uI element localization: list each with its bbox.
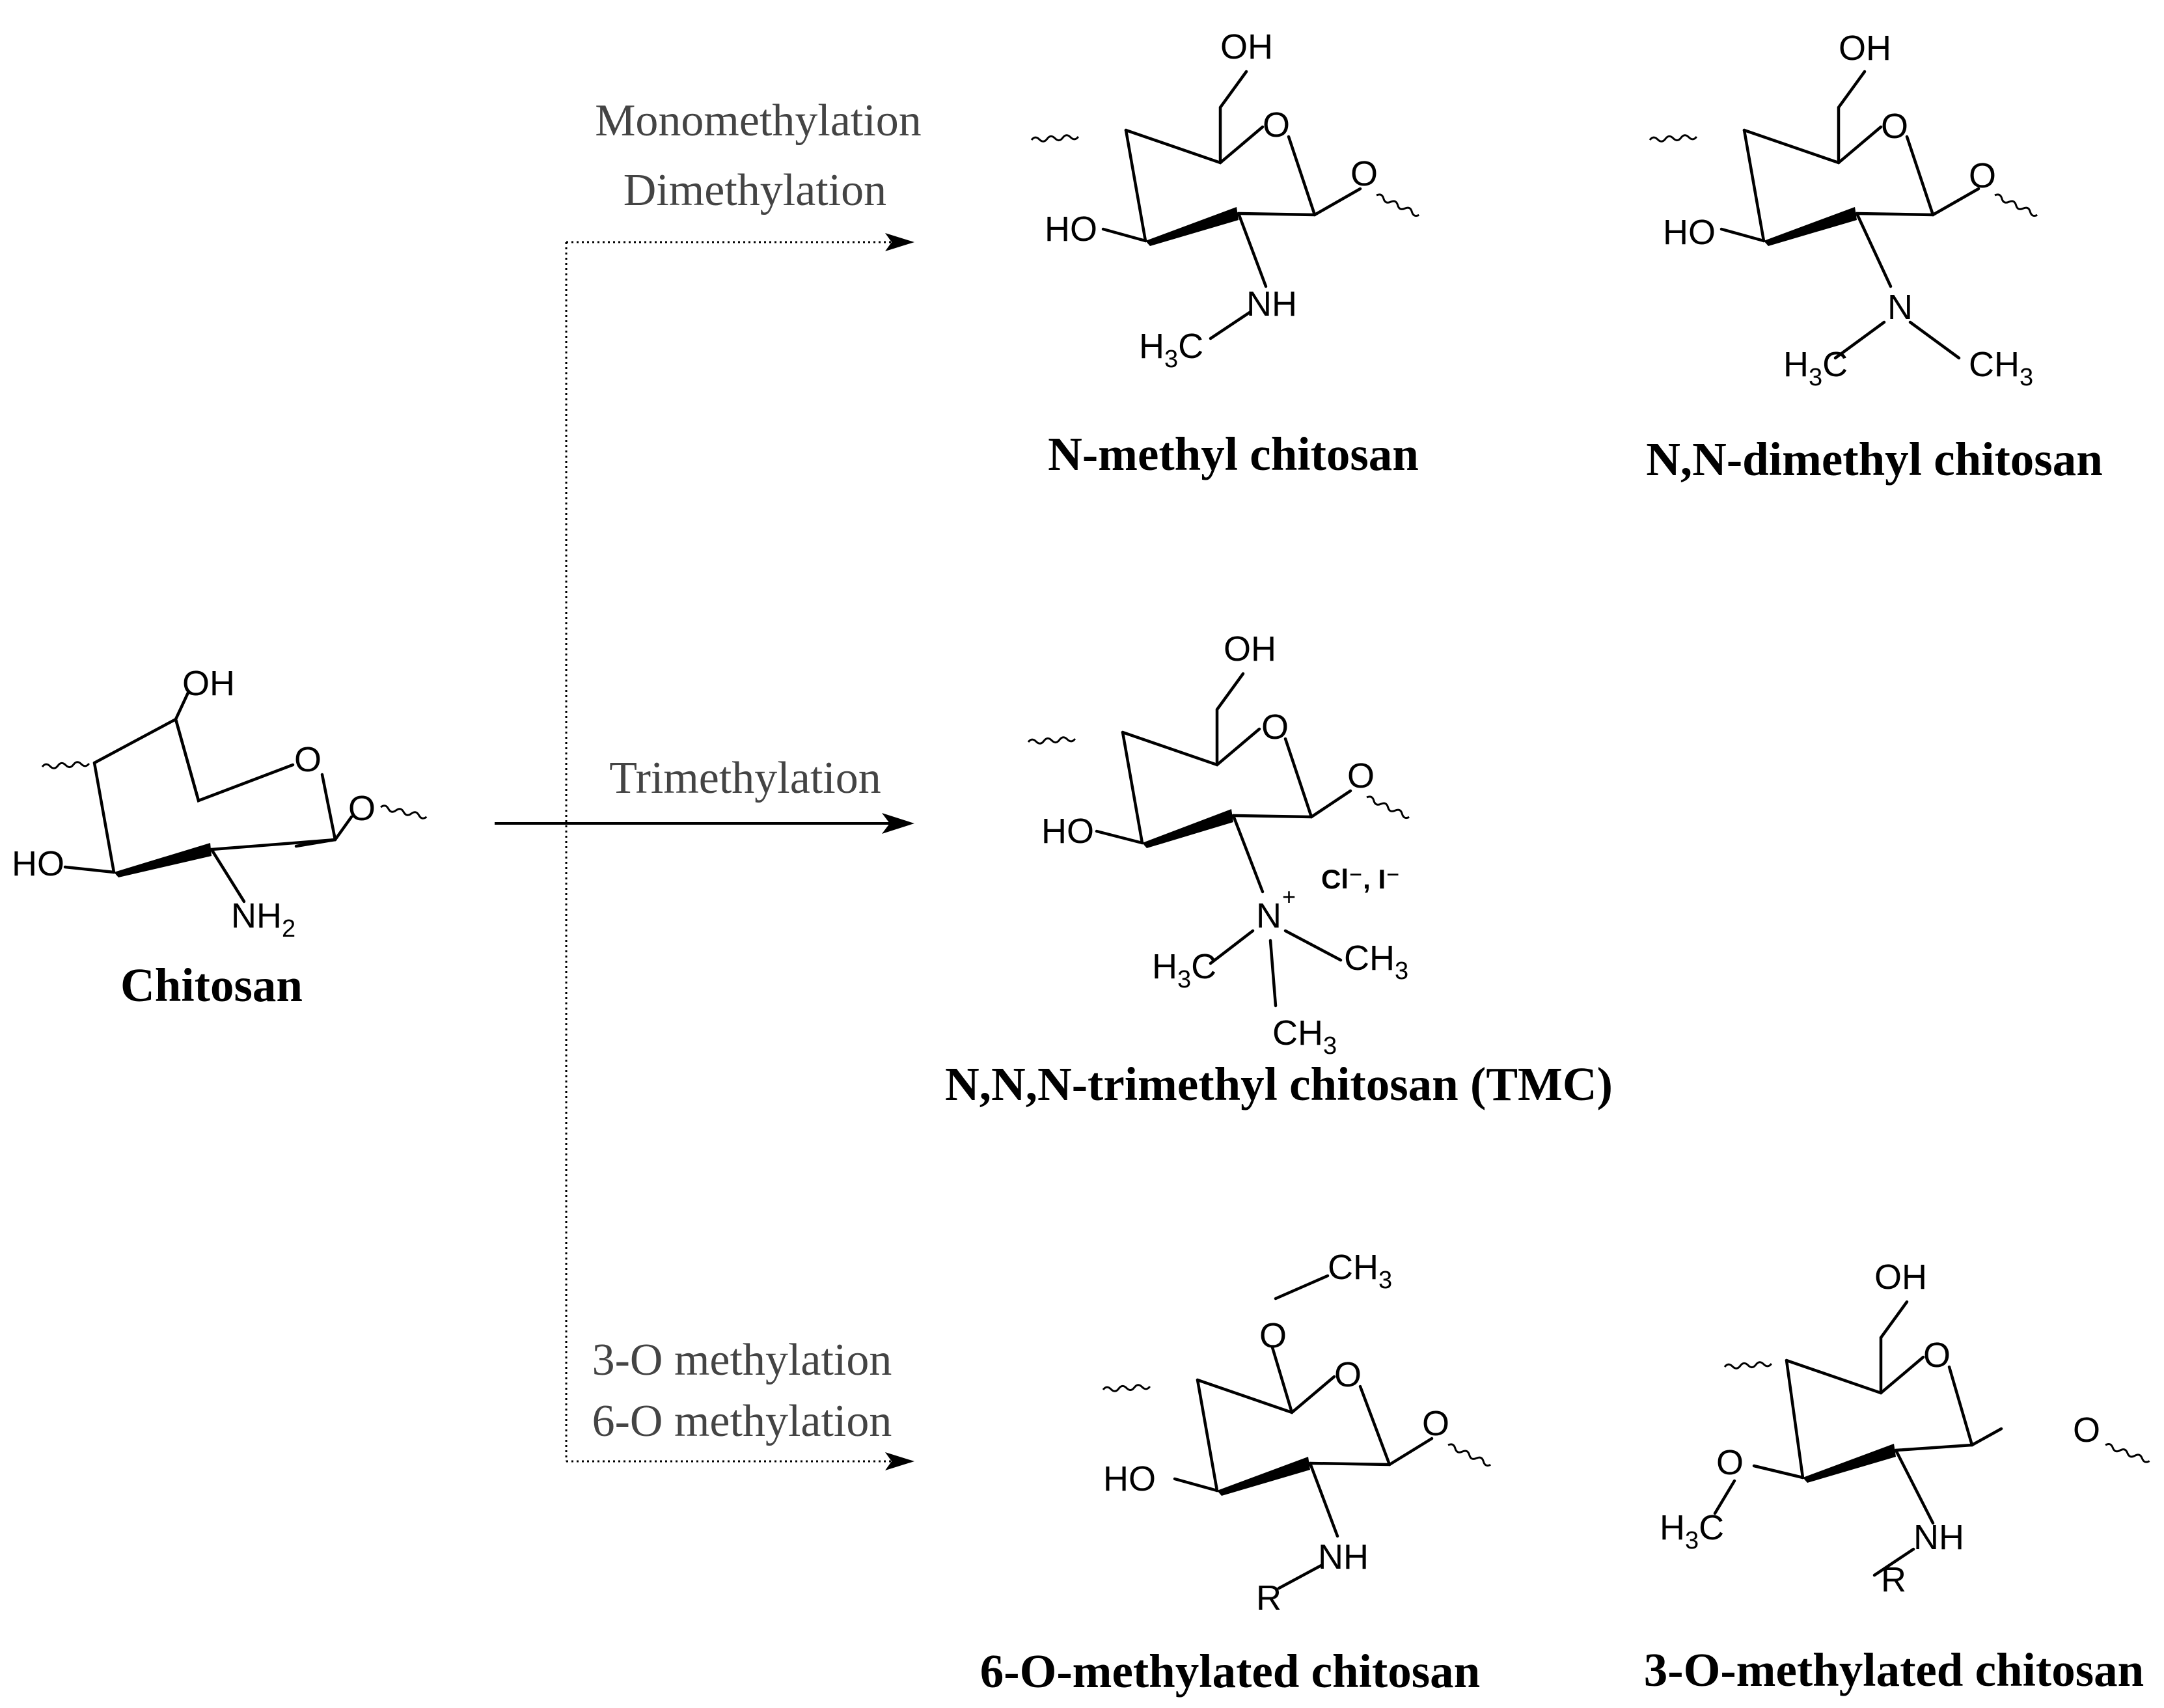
- svg-text:O: O: [1261, 708, 1289, 747]
- svg-text:H3C: H3C: [1660, 1508, 1724, 1554]
- label-trimethylation: Trimethylation: [609, 753, 881, 803]
- atom-o-ring: O: [294, 740, 322, 779]
- caption-6o-methylated: 6-O-methylated chitosan: [980, 1645, 1480, 1698]
- caption-tmc: N,N,N-trimethyl chitosan (TMC): [945, 1058, 1613, 1110]
- svg-text:CH3: CH3: [1328, 1248, 1392, 1294]
- caption-n-methyl: N-methyl chitosan: [1048, 428, 1419, 480]
- svg-text:+: +: [1282, 883, 1296, 910]
- svg-text:H3C: H3C: [1783, 345, 1848, 391]
- svg-text:HO: HO: [1041, 812, 1094, 851]
- arrow-head-bottom: [885, 1452, 914, 1470]
- arrow-head-top: [885, 233, 914, 251]
- arrows: [495, 233, 914, 1470]
- caption-chitosan: Chitosan: [120, 959, 303, 1012]
- svg-text:H3C: H3C: [1139, 327, 1203, 373]
- atom-nh2: NH2: [231, 896, 295, 943]
- svg-text:CH3: CH3: [1969, 345, 2033, 391]
- svg-text:OH: OH: [1224, 629, 1276, 668]
- svg-text:H3C: H3C: [1152, 947, 1216, 993]
- svg-text:HO: HO: [1045, 210, 1097, 249]
- svg-text:O: O: [1422, 1404, 1449, 1443]
- svg-text:NH: NH: [1913, 1518, 1964, 1557]
- svg-text:HO: HO: [1103, 1459, 1156, 1498]
- svg-text:O: O: [1347, 756, 1375, 795]
- svg-text:R: R: [1881, 1560, 1906, 1599]
- svg-text:R: R: [1256, 1578, 1281, 1618]
- structure-3o-methylated: OH O O O H3C NH R: [1660, 1258, 2152, 1599]
- svg-text:O: O: [1259, 1316, 1287, 1355]
- structure-tmc: OH O O HO N + Cl⁻, I⁻ H3C CH3 CH3: [1027, 629, 1412, 1060]
- svg-text:O: O: [1923, 1336, 1951, 1375]
- svg-text:O: O: [1263, 105, 1290, 145]
- label-monomethylation: Monomethylation: [595, 96, 922, 146]
- svg-text:O: O: [1334, 1355, 1362, 1394]
- counterions: Cl⁻, I⁻: [1321, 864, 1400, 894]
- caption-nn-dimethyl: N,N-dimethyl chitosan: [1646, 433, 2103, 486]
- atom-oh: OH: [182, 664, 235, 703]
- svg-text:O: O: [1350, 154, 1378, 193]
- svg-text:O: O: [1716, 1443, 1744, 1482]
- svg-text:NH: NH: [1246, 284, 1297, 324]
- label-3o-methylation: 3-O methylation: [592, 1335, 892, 1385]
- caption-3o-methylated: 3-O-methylated chitosan: [1644, 1644, 2144, 1696]
- atom-ho: HO: [12, 844, 64, 883]
- svg-text:HO: HO: [1663, 213, 1716, 252]
- reaction-labels: Monomethylation Dimethylation Trimethyla…: [592, 96, 922, 1446]
- label-6o-methylation: 6-O methylation: [592, 1396, 892, 1446]
- svg-text:OH: OH: [1839, 29, 1891, 68]
- structure-6o-methylated: O CH3 O O HO NH R: [1102, 1248, 1493, 1618]
- structure-nn-dimethyl-chitosan: OH O O HO N H3C CH3 N,N-dimethyl chitosa…: [1646, 29, 2103, 486]
- svg-text:OH: OH: [1874, 1258, 1927, 1297]
- atom-o-glyco: O: [348, 789, 376, 828]
- svg-text:N: N: [1256, 896, 1281, 935]
- svg-text:OH: OH: [1220, 27, 1273, 66]
- svg-text:N: N: [1887, 288, 1913, 327]
- structure-n-methyl-chitosan: OH O O HO NH H3C N-methyl chitosan: [1030, 27, 1421, 480]
- arrow-head-middle: [882, 813, 914, 834]
- structure-chitosan: OH O O HO NH2 Chitosan: [12, 664, 428, 1012]
- svg-text:O: O: [1969, 156, 1996, 195]
- svg-text:NH: NH: [1318, 1537, 1369, 1577]
- svg-text:O: O: [2073, 1411, 2100, 1450]
- label-dimethylation: Dimethylation: [623, 165, 886, 215]
- svg-text:CH3: CH3: [1272, 1013, 1337, 1060]
- wavy-bond: [41, 760, 90, 770]
- svg-text:O: O: [1881, 107, 1908, 146]
- svg-text:CH3: CH3: [1344, 939, 1408, 985]
